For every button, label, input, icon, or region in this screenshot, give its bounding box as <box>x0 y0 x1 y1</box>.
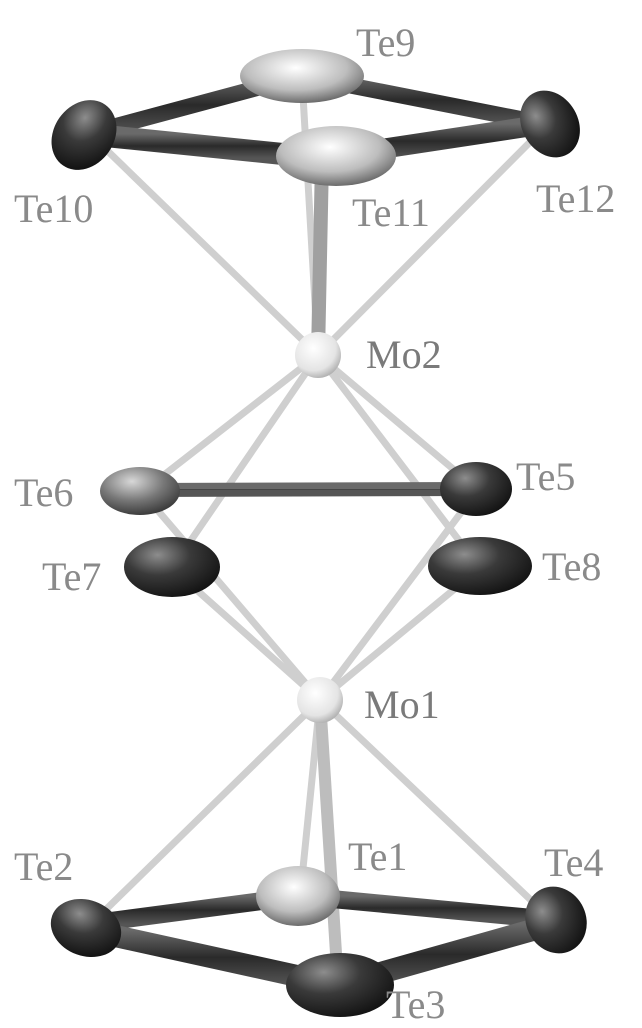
atom-mo2 <box>295 332 341 378</box>
bond-mo2-te12 <box>314 120 552 359</box>
bond-mo1-te6 <box>138 488 324 704</box>
label-te8: Te8 <box>542 544 601 589</box>
bond-mo1-te3 <box>314 694 344 991</box>
label-te9: Te9 <box>356 20 415 65</box>
bond-mo2-te11 <box>311 153 329 362</box>
label-te7: Te7 <box>42 554 101 599</box>
atoms <box>50 49 587 1017</box>
atom-te2 <box>50 898 122 958</box>
atom-te5 <box>440 462 512 516</box>
bond-mo2-te8 <box>314 351 484 572</box>
atom-te11 <box>276 126 396 186</box>
bond-mo1-te4 <box>316 696 558 926</box>
label-mo1: Mo1 <box>364 682 440 727</box>
bond-mo2-te7 <box>168 351 322 572</box>
atom-te12 <box>520 90 580 158</box>
label-te11: Te11 <box>352 190 430 235</box>
atom-mo1 <box>297 677 343 723</box>
label-mo2: Mo2 <box>366 332 442 377</box>
bond-mo2-te10 <box>84 128 322 359</box>
bond-te1-te4 <box>291 887 563 929</box>
label-te1: Te1 <box>348 834 407 879</box>
bond-mo2-te5 <box>314 351 482 494</box>
atom-te8 <box>428 537 532 595</box>
bond-te6-te5 <box>135 482 485 497</box>
atom-te9 <box>240 49 364 103</box>
atom-te4 <box>525 886 587 954</box>
label-te4: Te4 <box>544 840 603 885</box>
label-te10: Te10 <box>14 186 93 231</box>
bond-mo2-te6 <box>138 351 322 496</box>
atom-te6 <box>100 467 180 515</box>
mo-te-bonds <box>84 74 558 991</box>
atom-te10 <box>51 100 117 170</box>
bond-mo1-te5 <box>316 486 482 704</box>
label-te2: Te2 <box>14 844 73 889</box>
atom-te3 <box>286 953 394 1017</box>
label-te6: Te6 <box>14 470 73 515</box>
atom-te7 <box>124 537 220 597</box>
label-te5: Te5 <box>516 454 575 499</box>
atom-te1 <box>256 866 340 926</box>
bond-mo1-te2 <box>84 696 324 931</box>
label-te3: Te3 <box>386 982 445 1027</box>
atom-labels: Te9 Te10 Te11 Te12 Mo2 Te6 Te5 Te7 Te8 M… <box>14 20 615 1027</box>
label-te12: Te12 <box>536 176 615 221</box>
